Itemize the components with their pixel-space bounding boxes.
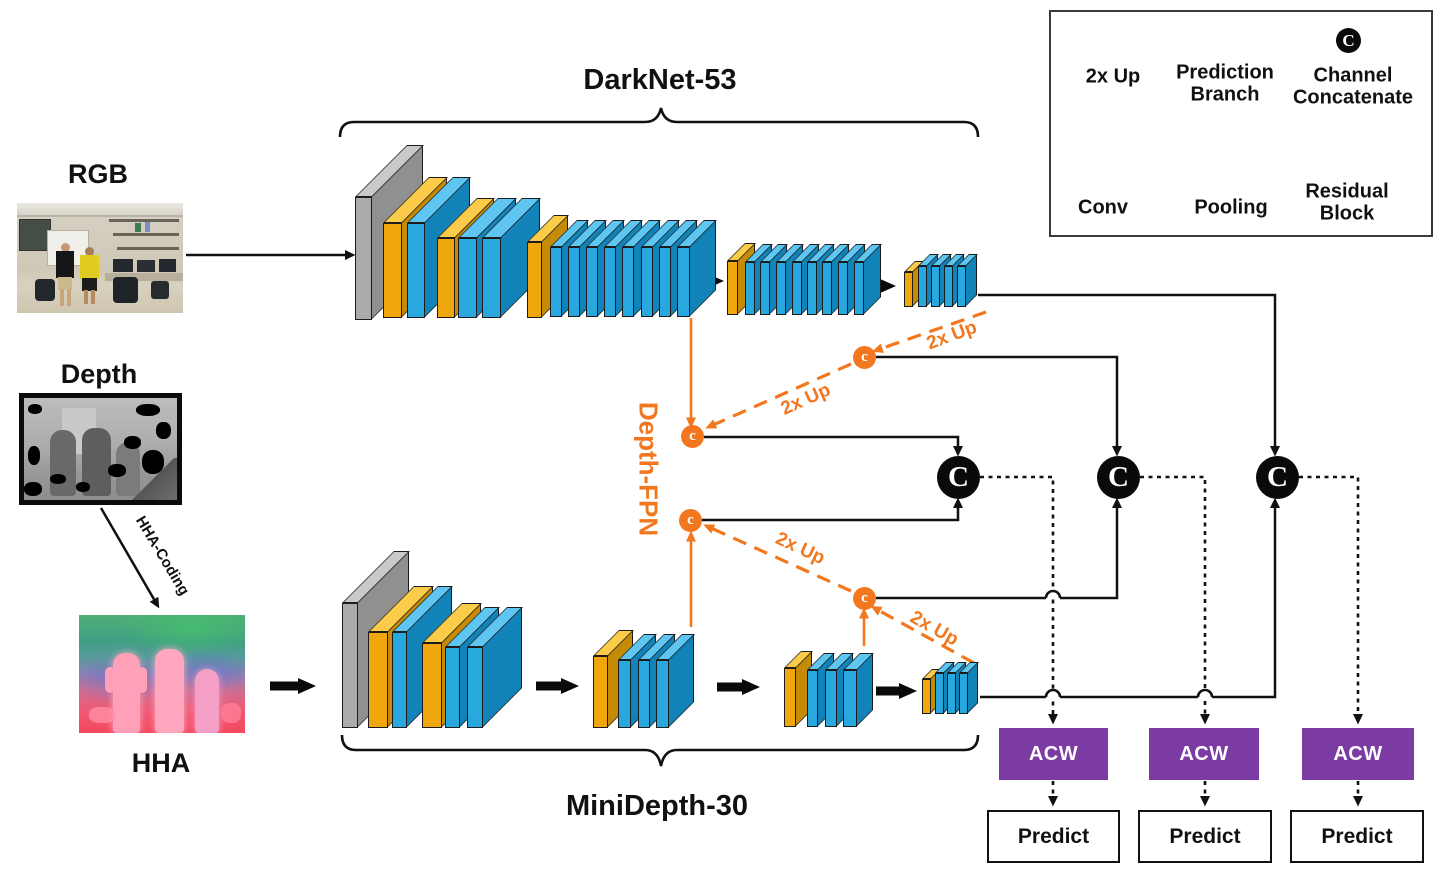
legend-concat-icon: C bbox=[1336, 28, 1361, 53]
res-block bbox=[807, 244, 835, 315]
acw-module-2: ACW bbox=[1149, 728, 1259, 780]
line-hops bbox=[1044, 589, 1214, 698]
minidepth-stage4-to-concat3 bbox=[980, 506, 1275, 699]
upsample-c2-to-c1 bbox=[705, 362, 852, 429]
res-block bbox=[677, 220, 717, 317]
res-block bbox=[659, 220, 698, 317]
res-block bbox=[935, 662, 955, 714]
channel-concat-node-2: C bbox=[1097, 456, 1140, 499]
pool-block bbox=[422, 603, 482, 728]
res-block bbox=[843, 653, 874, 727]
input-arrows bbox=[99, 250, 356, 609]
channel-concat-node-3: C bbox=[1256, 456, 1299, 499]
hha-coding-arrow bbox=[99, 507, 160, 609]
res-block bbox=[407, 177, 471, 318]
rgb-label: RGB bbox=[68, 158, 128, 189]
res-block bbox=[656, 634, 695, 728]
pool-block bbox=[727, 243, 756, 315]
legend-prediction-branch-label: Prediction Branch bbox=[1176, 61, 1274, 106]
res-block bbox=[550, 220, 589, 317]
res-block bbox=[931, 254, 952, 307]
legend-residual-block-label: Residual Block bbox=[1305, 180, 1389, 225]
res-block bbox=[825, 653, 854, 727]
fpn-concat-node-3: c bbox=[679, 509, 702, 532]
acw-module-1: ACW bbox=[999, 728, 1108, 780]
prediction-branches bbox=[980, 475, 1363, 807]
hha-label: HHA bbox=[131, 747, 191, 778]
pool-block bbox=[527, 215, 569, 318]
res-block bbox=[568, 220, 607, 317]
upsample-c4-to-c3 bbox=[703, 524, 852, 593]
res-block bbox=[622, 220, 661, 317]
darknet-stage5-to-concat3 bbox=[978, 293, 1280, 457]
depth-fpn-label: Depth-FPN bbox=[633, 401, 664, 537]
rgb-image bbox=[17, 203, 183, 313]
res-block bbox=[807, 653, 835, 727]
res-block bbox=[392, 586, 453, 728]
fpn-c3-to-concat1 bbox=[702, 497, 963, 522]
fpn-concat-node-1: c bbox=[681, 425, 704, 448]
pool-block bbox=[368, 586, 434, 728]
res-block bbox=[854, 244, 882, 315]
conv-block bbox=[355, 145, 424, 320]
darknet-title: DarkNet-53 bbox=[583, 63, 737, 96]
pool-block bbox=[383, 177, 448, 318]
chalkboard bbox=[19, 219, 51, 251]
res-block bbox=[604, 220, 643, 317]
legend bbox=[1049, 10, 1433, 237]
res-block bbox=[458, 198, 517, 318]
res-block bbox=[918, 254, 939, 307]
hha-image bbox=[79, 615, 245, 733]
predict-box-2: Predict bbox=[1138, 810, 1272, 863]
res-block bbox=[638, 634, 676, 728]
fpn-c4-to-concat2 bbox=[876, 506, 1117, 600]
acw-module-3: ACW bbox=[1302, 728, 1414, 780]
fpn-orange-lines bbox=[686, 310, 987, 665]
pool-block bbox=[593, 630, 634, 728]
legend-pooling-label: Pooling bbox=[1194, 196, 1268, 219]
feature-lines bbox=[702, 293, 1280, 699]
res-block bbox=[445, 607, 500, 728]
legend-channel-concatenate-label: Channel Concatenate bbox=[1292, 64, 1414, 109]
minidepth-title: MiniDepth-30 bbox=[565, 789, 749, 822]
fpn-concat-node-2: c bbox=[853, 346, 876, 369]
res-block bbox=[618, 634, 657, 728]
res-block bbox=[838, 244, 866, 315]
conv-block bbox=[342, 551, 410, 728]
res-block bbox=[957, 254, 978, 307]
predict-box-3: Predict bbox=[1290, 810, 1424, 863]
res-block bbox=[792, 244, 820, 315]
res-block bbox=[959, 662, 979, 714]
legend-upsample-label: 2x Up bbox=[1085, 65, 1141, 88]
depth-label: Depth bbox=[60, 358, 138, 389]
legend-conv-label: Conv bbox=[1078, 196, 1128, 219]
braces bbox=[338, 107, 980, 767]
upsample-stage5-to-c2 bbox=[871, 310, 987, 353]
res-block bbox=[482, 198, 541, 318]
channel-concat-node-1: C bbox=[937, 456, 980, 499]
res-block bbox=[745, 244, 773, 315]
fpn-c2-to-concat2 bbox=[876, 355, 1122, 457]
res-block bbox=[760, 244, 788, 315]
upsample-stage4-to-c4 bbox=[870, 605, 975, 665]
depth-image bbox=[19, 393, 182, 505]
predict-box-1: Predict bbox=[987, 810, 1120, 863]
res-block bbox=[776, 244, 804, 315]
res-block bbox=[641, 220, 680, 317]
pool-block bbox=[922, 669, 941, 714]
pool-block bbox=[784, 651, 813, 727]
res-block bbox=[944, 254, 965, 307]
res-block bbox=[947, 662, 967, 714]
res-block bbox=[822, 244, 850, 315]
minidepth-brace bbox=[340, 734, 980, 767]
darknet-brace bbox=[338, 107, 980, 138]
res-block bbox=[467, 607, 523, 728]
pool-block bbox=[437, 198, 495, 318]
res-block bbox=[586, 220, 625, 317]
pool-block bbox=[904, 261, 924, 307]
yellow-shirt-person bbox=[80, 255, 99, 279]
fpn-concat-node-4: c bbox=[853, 587, 876, 610]
fpn-c1-to-concat1 bbox=[704, 435, 963, 457]
